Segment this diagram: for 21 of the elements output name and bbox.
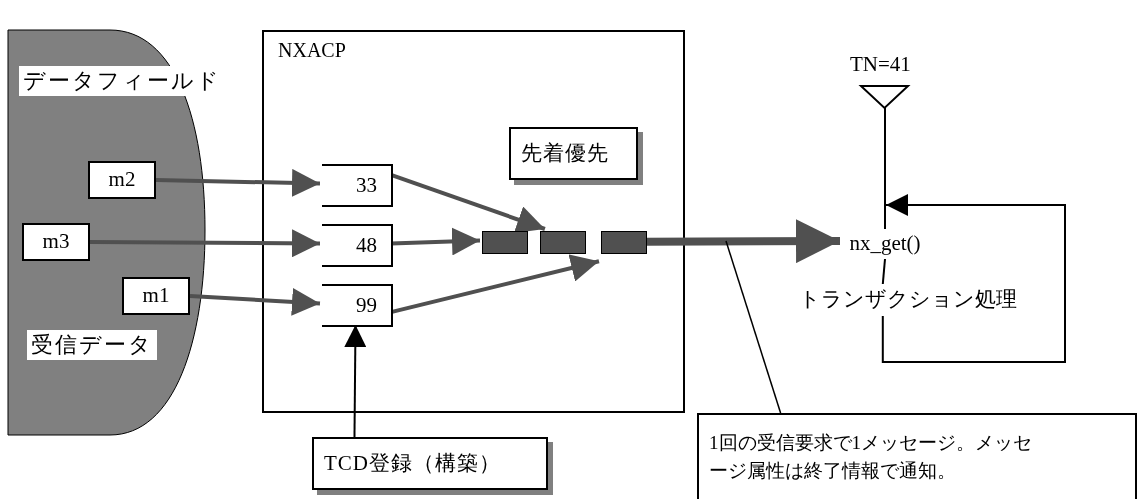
arrow <box>881 194 1066 363</box>
queue-block <box>482 231 528 254</box>
queue-block <box>601 231 647 254</box>
connector-line <box>881 258 886 285</box>
queue-block <box>540 231 586 254</box>
note-box: 1回の受信要求で1メッセージ。メッセージ属性は終了情報で通知。 <box>697 413 1137 499</box>
arrow <box>189 287 321 316</box>
queue-slot: 99 <box>322 284 393 327</box>
frame-title: NXACP <box>278 38 346 62</box>
arrow <box>155 168 321 197</box>
connector-line <box>884 107 886 230</box>
message-box: m2 <box>88 161 156 199</box>
queue-slot: 33 <box>322 164 393 207</box>
area-label: 受信データ <box>27 330 157 361</box>
process-frame <box>262 30 685 413</box>
leader-line <box>725 240 782 414</box>
message-box: m3 <box>22 223 90 261</box>
message-box: m1 <box>122 277 190 315</box>
arrow <box>90 229 320 258</box>
arrow <box>645 219 840 264</box>
queue-slot: 48 <box>322 224 393 267</box>
